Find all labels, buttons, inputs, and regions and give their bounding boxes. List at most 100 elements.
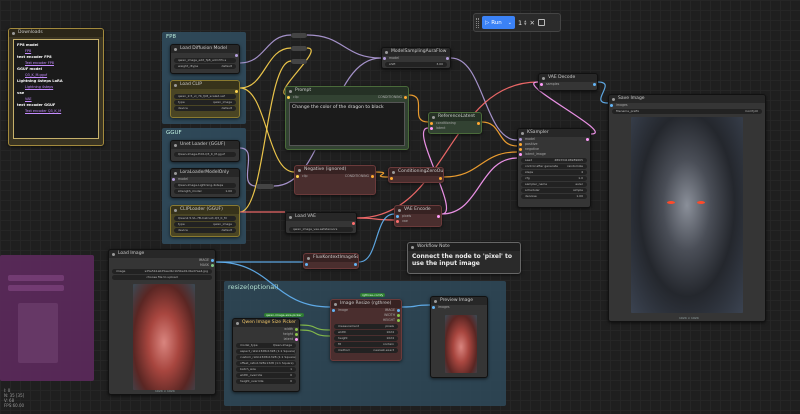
wire <box>239 47 292 89</box>
reroute-node[interactable] <box>291 33 307 38</box>
input-model[interactable]: model <box>518 137 590 142</box>
download-link[interactable]: Text encoder Q3_K_M <box>25 109 62 113</box>
node-vae-decode[interactable]: VAE Decode samples <box>538 73 598 91</box>
gguf-clip-widget[interactable]: Qwen2.5-VL-7B-Instruct-Q3_K_M <box>174 216 236 221</box>
prompt-textarea[interactable]: Change the color of the dragon to black <box>289 102 405 146</box>
node-clip-loader-gguf[interactable]: CLIPLoader (GGUF) Qwen2.5-VL-7B-Instruct… <box>170 205 240 237</box>
download-link[interactable]: FP8 <box>25 49 32 53</box>
lora-name-widget[interactable]: Qwen-Image-Lightning-4steps <box>174 183 236 188</box>
node-qwen-size-picker[interactable]: Qwen Image Size Picker width height late… <box>232 318 300 392</box>
download-heading: FP8 model <box>17 43 39 47</box>
download-heading: Lightning 4steps LoRA <box>17 79 63 83</box>
unet-name-widget[interactable]: qwen_image_edit_fp8_e4m3fn.s <box>174 58 236 63</box>
download-link[interactable]: VAE <box>25 97 32 101</box>
drag-handle-icon[interactable] <box>476 17 479 28</box>
group-offscreen[interactable] <box>0 255 94 381</box>
wire <box>239 147 257 187</box>
node-load-vae[interactable]: Load VAE qwen_image_vae.safetensors <box>285 212 357 234</box>
vae-name-widget[interactable]: qwen_image_vae.safetensors <box>289 227 353 232</box>
node-title: Load Diffusion Model <box>171 45 239 53</box>
node-reference-latent[interactable]: ReferenceLatent conditioning latent <box>428 112 482 134</box>
node-unet-loader-gguf[interactable]: Unet Loader (GGUF) Qwen-Image-Edit-Q3_K_… <box>170 140 240 162</box>
clip-name-widget[interactable]: qwen_2.5_vl_7b_fp8_scaled.saf <box>174 94 236 99</box>
node-title: Qwen Image Size Picker <box>233 319 299 327</box>
gguf-unet-widget[interactable]: Qwen-Image-Edit-Q3_K_M.gguf <box>174 152 236 157</box>
reroute-node[interactable] <box>291 46 307 51</box>
workflow-note-text: Connect the node to 'pixel' to use the i… <box>412 253 512 267</box>
stepper-icon[interactable]: ▲▼ <box>524 18 527 26</box>
node-preview-image[interactable]: Preview Image images <box>430 296 488 378</box>
node-load-clip[interactable]: Load CLIP qwen_2.5_vl_7b_fp8_scaled.saf … <box>170 80 240 118</box>
node-flux-kontext-scale[interactable]: FluxKontextImageScale <box>303 253 359 269</box>
preview-image-red-dragon <box>445 315 477 373</box>
close-icon[interactable]: ✕ <box>529 18 535 27</box>
wire <box>401 304 431 308</box>
node-vae-encode[interactable]: VAE Encode pixels vae <box>394 205 442 227</box>
node-title: Negative (ignored) <box>295 166 375 174</box>
download-link[interactable]: Text encoder FP8 <box>25 61 54 65</box>
wire <box>481 121 518 147</box>
output-image-black-dragon <box>631 117 743 313</box>
download-link[interactable]: Q3_K_M.gguf <box>25 73 48 77</box>
node-lora-loader[interactable]: LoraLoaderModelOnly model Qwen-Image-Lig… <box>170 168 240 198</box>
input-negative[interactable]: negative <box>518 147 590 152</box>
chevron-down-icon[interactable]: ⌄ <box>507 19 512 26</box>
input-positive[interactable]: positive <box>518 142 590 147</box>
reroute-node[interactable] <box>256 184 274 189</box>
workflow-note[interactable]: Workflow Note Connect the node to 'pixel… <box>407 242 521 274</box>
download-heading: text encoder FP8 <box>17 55 52 59</box>
input-latent_image[interactable]: latent_image <box>518 152 590 157</box>
stop-icon[interactable] <box>537 19 545 26</box>
node-conditioning-zero-out[interactable]: ConditioningZeroOut <box>388 167 444 183</box>
play-icon: ▷ <box>485 19 490 26</box>
node-load-diffusion-model[interactable]: Load Diffusion Model qwen_image_edit_fp8… <box>170 44 240 74</box>
node-title: CLIPLoader (GGUF) <box>171 206 239 214</box>
run-button[interactable]: ▷Run⌄ <box>482 16 515 29</box>
wire <box>375 171 389 178</box>
reroute-node[interactable] <box>291 59 307 64</box>
run-toolbar: ▷Run⌄ 1▲▼ ✕ <box>473 13 561 32</box>
queue-count-input[interactable]: 1▲▼ <box>517 18 527 27</box>
download-link[interactable]: Lightning 4steps <box>25 85 54 89</box>
input-image-red-dragon <box>133 284 195 390</box>
upload-button[interactable]: choose file to upload <box>112 275 212 280</box>
